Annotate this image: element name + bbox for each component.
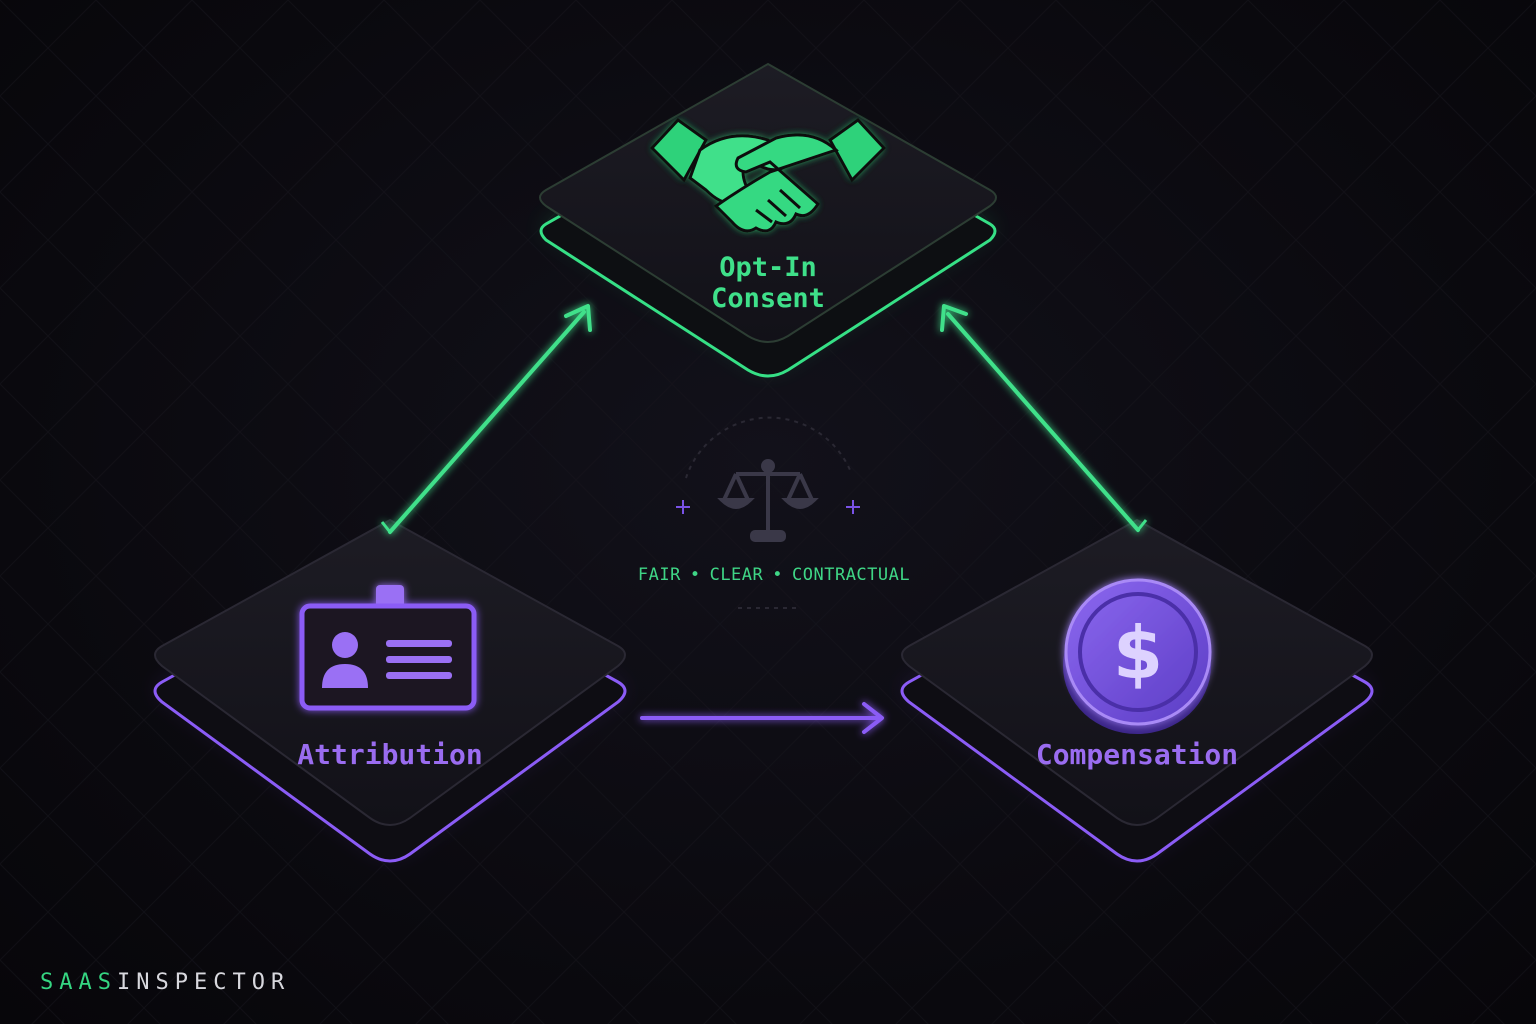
- compensation-label: Compensation: [1035, 738, 1239, 771]
- plus-icon-left: [676, 500, 690, 514]
- id-badge-icon: [299, 585, 477, 711]
- brand-part-2: INSPECTOR: [116, 970, 291, 995]
- scales-of-justice-icon: [717, 459, 819, 542]
- attribution-label: Attribution: [297, 738, 483, 771]
- consent-tile[interactable]: [539, 62, 997, 378]
- principles-text: FAIR • CLEAR • CONTRACTUAL: [574, 565, 974, 585]
- dollar-coin-icon: $: [1063, 578, 1212, 734]
- brand-logo: SAASINSPECTOR: [40, 970, 290, 995]
- principle-clear: CLEAR: [709, 565, 764, 585]
- separator-dot: •: [772, 565, 784, 585]
- handshake-icon: [649, 118, 887, 233]
- brand-part-1: SAAS: [40, 970, 117, 995]
- consent-label-line2: Consent: [711, 283, 825, 314]
- arrow-compensation-to-consent: [940, 304, 1148, 533]
- consent-label-line1: Opt-In: [719, 252, 817, 283]
- principle-fair: FAIR: [637, 565, 681, 585]
- consent-label: Opt-In Consent: [628, 252, 908, 314]
- arrow-attribution-to-consent: [380, 304, 592, 535]
- svg-text:$: $: [1113, 611, 1163, 695]
- principle-contractual: CONTRACTUAL: [792, 565, 911, 585]
- arrow-attribution-to-compensation: [640, 702, 884, 734]
- separator-dot: •: [689, 565, 701, 585]
- center-badge: [676, 416, 860, 609]
- plus-icon-right: [846, 500, 860, 514]
